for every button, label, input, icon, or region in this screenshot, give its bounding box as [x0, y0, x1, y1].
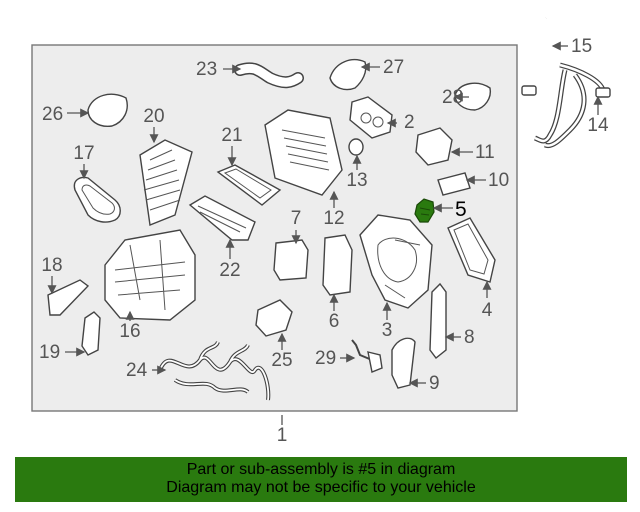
leader-lines [47, 41, 603, 425]
callout-3: 3 [382, 320, 393, 341]
callout-17: 17 [73, 143, 94, 164]
info-banner: Part or sub-assembly is #5 in diagram Di… [15, 457, 627, 502]
blower-housing-3 [359, 214, 433, 309]
pipe-15 [521, 17, 555, 96]
oring-13 [348, 138, 364, 156]
seal-17 [73, 176, 121, 223]
sensor-29 [351, 339, 383, 373]
callout-25: 25 [271, 350, 292, 371]
valve-11 [415, 127, 453, 166]
panel-8 [429, 282, 447, 359]
callout-8: 8 [464, 327, 475, 348]
plate-2 [349, 96, 393, 139]
filter-4 [447, 217, 496, 283]
callout-18: 18 [41, 255, 62, 276]
callout-12: 12 [323, 208, 344, 229]
bracket-26 [87, 93, 128, 127]
callout-2: 2 [404, 112, 415, 133]
callout-28: 28 [442, 87, 463, 108]
highlighted-part-5 [414, 198, 435, 223]
banner-line-1: Part or sub-assembly is #5 in diagram [186, 461, 456, 478]
callout-7: 7 [291, 208, 302, 229]
callout-26: 26 [42, 104, 63, 125]
bracket-19 [81, 311, 101, 356]
callout-23: 23 [196, 59, 217, 80]
callout-19: 19 [39, 342, 60, 363]
main-housing-16 [104, 229, 196, 321]
hose-23 [234, 62, 304, 89]
resistor-10 [437, 172, 471, 196]
pipe-14 [533, 62, 611, 149]
callout-1: 1 [277, 425, 288, 446]
callout-24: 24 [126, 360, 148, 381]
callout-10: 10 [488, 170, 509, 191]
callout-15: 15 [571, 36, 592, 57]
callout-11: 11 [475, 142, 495, 163]
callout-13: 13 [346, 170, 367, 191]
bracket-18 [47, 279, 90, 316]
callout-labels: 1 2 3 4 5 6 7 8 9 10 11 12 13 14 15 16 1… [39, 36, 609, 446]
banner-line-2: Diagram may not be specific to your vehi… [166, 479, 476, 496]
callout-20: 20 [143, 106, 164, 127]
callout-5: 5 [455, 198, 467, 221]
wiring-harness-24 [158, 341, 271, 401]
callout-27: 27 [383, 57, 404, 78]
bracket-27 [329, 59, 367, 91]
actuator-6 [322, 234, 353, 296]
actuator-7 [273, 239, 309, 281]
evaporator-case-12 [264, 109, 343, 196]
callout-9: 9 [429, 373, 440, 394]
callout-22: 22 [219, 260, 240, 281]
callout-21: 21 [221, 125, 242, 146]
callout-14: 14 [587, 115, 609, 136]
bracket-28 [454, 82, 492, 111]
gasket-21 [216, 164, 282, 206]
heater-core-20 [139, 139, 193, 226]
callout-6: 6 [329, 311, 340, 332]
duct-22 [188, 195, 256, 241]
callout-16: 16 [119, 321, 140, 342]
flap-9 [391, 337, 416, 389]
callout-29: 29 [315, 348, 336, 369]
callout-4: 4 [482, 300, 493, 321]
actuator-25 [255, 299, 293, 337]
